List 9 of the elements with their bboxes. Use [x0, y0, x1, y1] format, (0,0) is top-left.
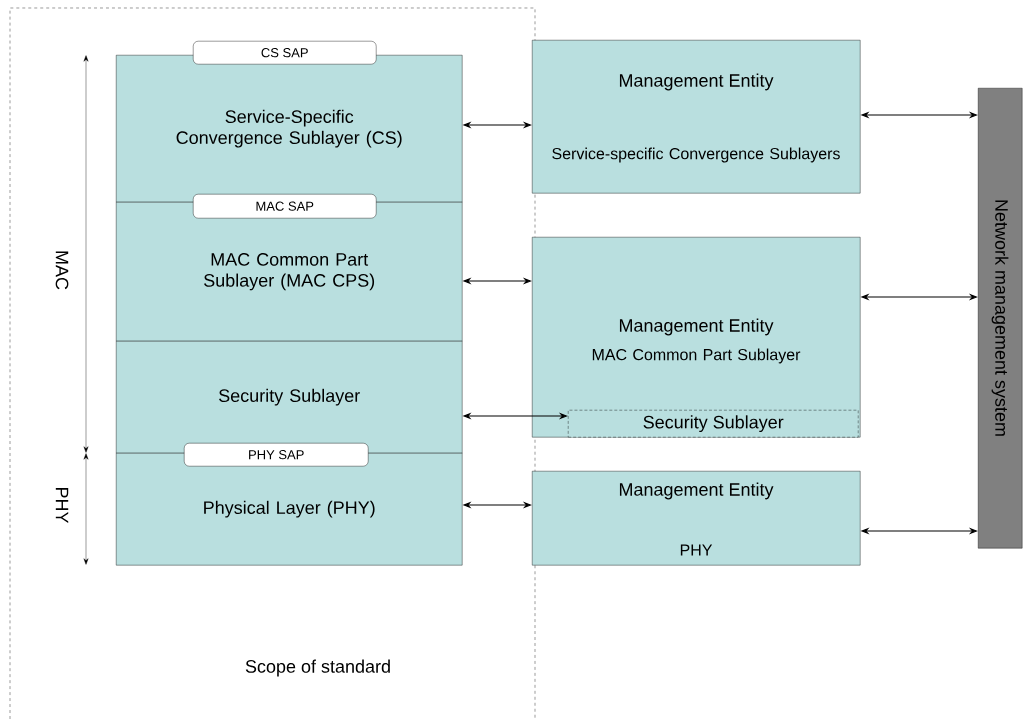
management-box: Management Entity Service-specific Convergence Sublayers	[532, 40, 861, 194]
management-box: Management Entity PHY	[532, 471, 861, 566]
access-point-tab: PHY SAP	[184, 443, 369, 467]
system-bar: Network management system	[978, 88, 1023, 549]
access-point-tab: CS SAP	[193, 41, 377, 65]
layer-label: MAC	[55, 251, 69, 290]
sublayer-box: Security Sublayer	[568, 410, 859, 438]
layer-label: PHY	[55, 487, 69, 524]
access-point-tab: MAC SAP	[193, 194, 377, 219]
